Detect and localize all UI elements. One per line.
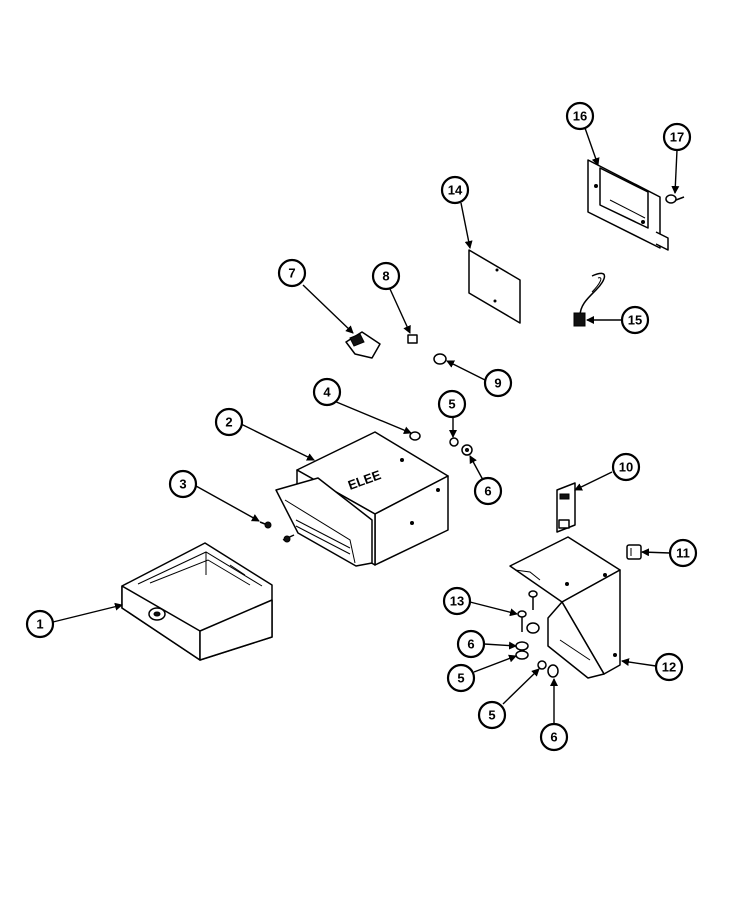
- svg-text:14: 14: [448, 183, 463, 198]
- callout-17: 17: [662, 122, 692, 152]
- part-harness-15: [573, 272, 606, 327]
- callout-12: 12: [654, 652, 684, 682]
- callout-14: 14: [440, 175, 470, 205]
- svg-text:8: 8: [382, 269, 389, 284]
- callout-8: 8: [371, 261, 401, 291]
- svg-text:3: 3: [179, 477, 186, 492]
- part-screws: [259, 521, 295, 543]
- part-nut-4: [409, 431, 421, 441]
- callout-13: 13: [442, 586, 472, 616]
- svg-text:15: 15: [628, 313, 642, 328]
- part-bushing-9: [433, 353, 447, 365]
- callout-9: 9: [483, 368, 513, 398]
- svg-text:5: 5: [488, 708, 495, 723]
- callout-10: 10: [611, 452, 641, 482]
- svg-text:16: 16: [573, 109, 587, 124]
- svg-text:11: 11: [676, 546, 690, 561]
- svg-text:17: 17: [670, 130, 684, 145]
- svg-text:6: 6: [550, 730, 557, 745]
- callout-11: 11: [668, 538, 698, 568]
- part-knob: [345, 331, 381, 359]
- callout-16: 16: [565, 101, 595, 131]
- part-cap-11: [626, 544, 642, 560]
- callout-6-upper: 6: [473, 476, 503, 506]
- svg-text:5: 5: [448, 397, 455, 412]
- callout-6-lower: 6: [539, 722, 569, 752]
- callout-2: 2: [214, 407, 244, 437]
- callout-7: 7: [277, 258, 307, 288]
- svg-text:10: 10: [619, 460, 633, 475]
- part-bracket-16: [587, 159, 669, 251]
- callout-3: 3: [168, 469, 198, 499]
- part-bracket-12: [509, 536, 621, 679]
- svg-text:6: 6: [467, 637, 474, 652]
- callout-6-middle: 6: [456, 629, 486, 659]
- part-washers-upper: [449, 437, 473, 456]
- part-housing: ELEE: [275, 431, 449, 567]
- svg-text:4: 4: [323, 385, 331, 400]
- callout-15: 15: [620, 305, 650, 335]
- svg-text:6: 6: [484, 484, 491, 499]
- part-tray: [121, 542, 273, 661]
- svg-text:13: 13: [450, 594, 464, 609]
- callout-5-upper: 5: [437, 389, 467, 419]
- svg-text:1: 1: [36, 617, 43, 632]
- svg-text:2: 2: [225, 415, 232, 430]
- leader-lines: [52, 127, 680, 724]
- callout-5-lower: 5: [477, 700, 507, 730]
- callout-1: 1: [25, 609, 55, 639]
- part-screw-17: [665, 194, 685, 204]
- svg-text:12: 12: [662, 660, 676, 675]
- callout-4: 4: [312, 377, 342, 407]
- part-clip-8: [407, 334, 418, 344]
- svg-text:9: 9: [494, 376, 501, 391]
- part-switch-10: [556, 482, 576, 533]
- part-panel-14: [468, 249, 521, 324]
- svg-text:5: 5: [457, 671, 464, 686]
- callout-5-middle: 5: [446, 663, 476, 693]
- svg-text:7: 7: [288, 266, 295, 281]
